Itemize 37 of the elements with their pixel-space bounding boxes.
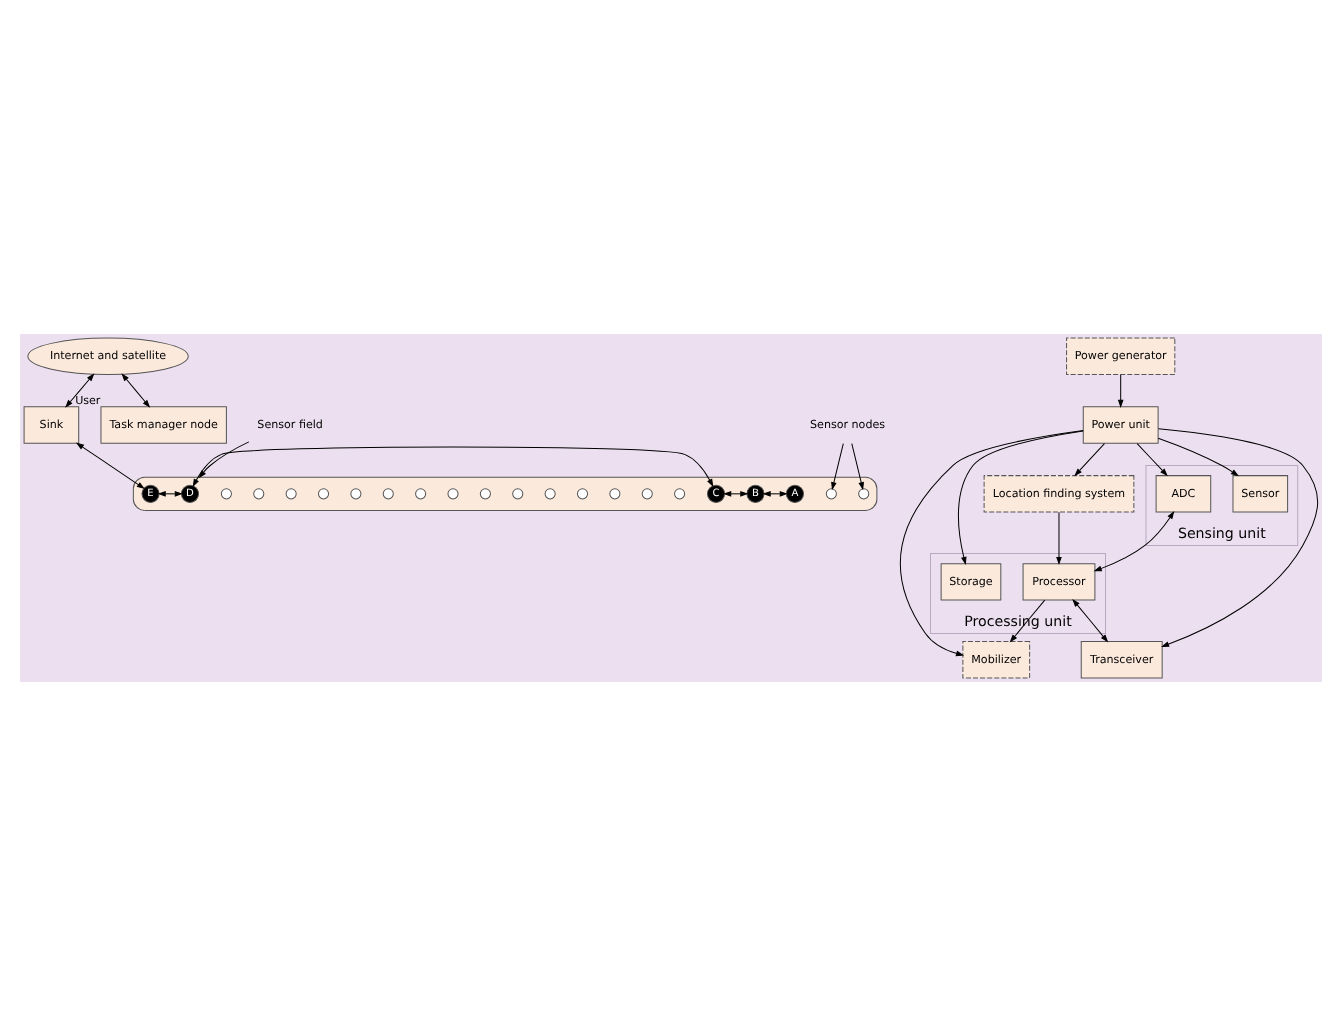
node-circle [511, 488, 523, 500]
node-circle [478, 488, 490, 500]
arrow [1055, 511, 1061, 565]
arrow [64, 373, 94, 408]
arrow [156, 491, 182, 497]
node-circle [219, 488, 231, 500]
arrow [191, 446, 713, 488]
node-circle [414, 488, 426, 500]
arrow [830, 443, 843, 491]
arrow [1073, 443, 1104, 477]
node-circle [349, 488, 361, 500]
node-circle [857, 488, 869, 500]
node-circle [381, 488, 393, 500]
node-circle [284, 488, 296, 500]
arrow [74, 442, 144, 490]
node-circle [575, 488, 588, 500]
arrow [1116, 374, 1123, 408]
arrow [1135, 443, 1167, 477]
arrow [1071, 598, 1108, 643]
arrow [197, 441, 249, 479]
arrow [956, 430, 1083, 565]
arrow [1157, 428, 1318, 647]
node-circle [543, 488, 555, 500]
node-circle [673, 488, 685, 500]
arrow [1156, 437, 1238, 477]
node-circle [824, 488, 836, 500]
node-circle [608, 488, 620, 500]
node-circle [316, 488, 329, 500]
arrow [1092, 510, 1174, 572]
arrow [850, 443, 863, 491]
node-circle [252, 488, 264, 500]
arrow [898, 430, 1083, 657]
node-circle [640, 488, 652, 500]
arrow [761, 491, 787, 497]
arrow [722, 491, 748, 497]
node-circle [446, 488, 458, 500]
arrow [120, 373, 150, 408]
